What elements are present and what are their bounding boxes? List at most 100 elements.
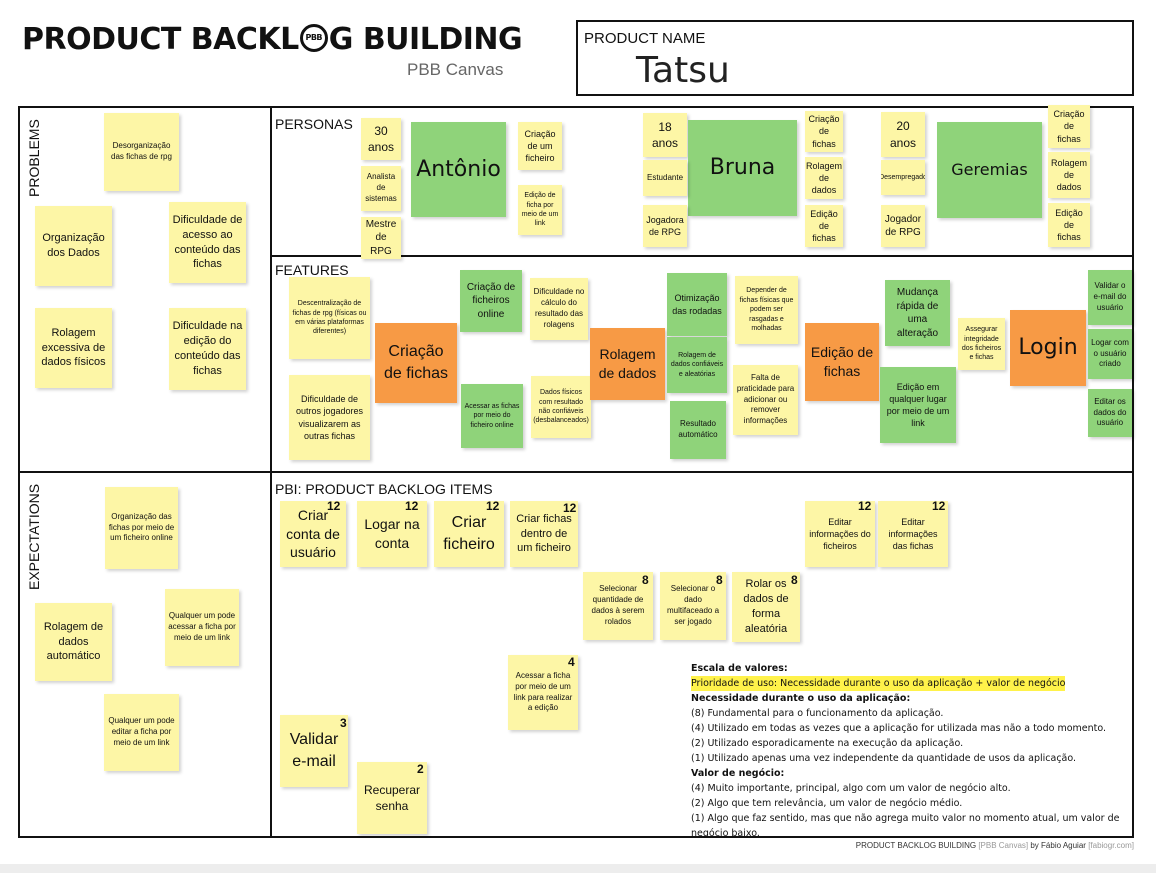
pbi-note[interactable]: Selecionar quantidade de dados à serem r… [583, 572, 653, 640]
feature-note[interactable]: Dados físicos com resultado não confiáve… [531, 376, 591, 438]
persona-note[interactable]: Desempregado [881, 160, 925, 195]
problem-note[interactable]: Desorganização das fichas de rpg [104, 113, 179, 191]
legend-need-item: (2) Utilizado esporadicamente na execuçã… [691, 738, 964, 749]
problem-note[interactable]: Dificuldade de acesso ao conteúdo das fi… [169, 202, 246, 283]
persona-card[interactable]: Antônio [411, 122, 506, 217]
legend-value-item: (4) Muito importante, principal, algo co… [691, 783, 1011, 794]
feature-note[interactable]: Editar os dados do usuário [1088, 389, 1132, 437]
feature-note[interactable]: Edição em qualquer lugar por meio de um … [880, 367, 956, 443]
feature-note[interactable]: Dificuldade no cálculo do resultado das … [530, 278, 588, 340]
legend-value-item: (1) Algo que faz sentido, mas que não ag… [691, 813, 1120, 824]
pbi-note[interactable]: Recuperar senha [357, 762, 427, 834]
pbi-score: 12 [563, 501, 577, 515]
persona-note[interactable]: Edição de ficha por meio de um link [518, 185, 562, 235]
legend-need-item: (8) Fundamental para o funcionamento da … [691, 708, 944, 719]
pbi-note[interactable]: Validar e-mail [280, 715, 348, 787]
problem-note[interactable]: Dificuldade na edição do conteúdo das fi… [169, 308, 246, 390]
product-name-label: PRODUCT NAME [584, 30, 706, 47]
problems-label: PROBLEMS [26, 119, 42, 197]
feature-note[interactable]: Rolagem de dados confiáveis e aleatórias [667, 337, 727, 393]
persona-note[interactable]: 30 anos [361, 118, 401, 160]
persona-note[interactable]: Jogador de RPG [881, 205, 925, 247]
pbi-score: 8 [642, 573, 649, 587]
problem-note[interactable]: Organização dos Dados [35, 206, 112, 286]
feature-note[interactable]: Logar com o usuário criado [1088, 329, 1132, 379]
persona-note[interactable]: Analista de sistemas [361, 166, 401, 211]
legend-value-item: (2) Algo que tem relevância, um valor de… [691, 798, 963, 809]
pbi-panel [270, 471, 1134, 838]
legend-priority: Prioridade de uso: Necessidade durante o… [691, 676, 1066, 691]
feature-note[interactable]: Criação de ficheiros online [460, 270, 522, 332]
pbi-note[interactable]: Acessar a ficha por meio de um link para… [508, 655, 578, 730]
pbi-score: 12 [486, 499, 500, 513]
footer-credit: PRODUCT BACKLOG BUILDING [PBB Canvas] by… [855, 841, 1134, 850]
expectations-label: EXPECTATIONS [26, 483, 42, 590]
feature-note[interactable]: Assegurar integridade dos ficheiros e fi… [958, 318, 1005, 370]
persona-note[interactable]: Criação de um ficheiro [518, 122, 562, 170]
value-scale-legend: Escala de valores: Prioridade de uso: Ne… [691, 661, 1131, 841]
expectation-note[interactable]: Organização das fichas por meio de um fi… [105, 487, 178, 569]
canvas-subtitle: PBB Canvas [407, 60, 504, 79]
persona-note[interactable]: 18 anos [643, 113, 687, 157]
bottom-strip [0, 864, 1156, 873]
feature-note[interactable]: Validar o e-mail do usuário [1088, 270, 1132, 325]
pbi-note[interactable]: Logar na conta [357, 501, 427, 567]
pbi-score: 8 [716, 573, 723, 587]
pbi-score: 3 [340, 716, 347, 730]
feature-card[interactable]: Rolagem de dados [590, 328, 665, 400]
feature-note[interactable]: Dificuldade de outros jogadores visualiz… [289, 375, 370, 460]
persona-card[interactable]: Bruna [688, 120, 797, 216]
expectation-note[interactable]: Qualquer um pode editar a ficha por meio… [104, 694, 179, 771]
pbi-score: 12 [405, 499, 419, 513]
persona-note[interactable]: Criação de fichas [1048, 105, 1090, 148]
legend-need-title: Necessidade durante o uso da aplicação: [691, 693, 911, 704]
legend-value-title: Valor de negócio: [691, 768, 785, 779]
pbi-score: 12 [932, 499, 946, 513]
persona-card[interactable]: Geremias [937, 122, 1042, 218]
pbi-note[interactable]: Rolar os dados de forma aleatória [732, 572, 800, 642]
feature-note[interactable]: Otimização das rodadas [667, 273, 727, 336]
persona-note[interactable]: Rolagem de dados [1048, 152, 1090, 198]
pbi-note[interactable]: Editar informações das fichas [878, 501, 948, 567]
feature-card[interactable]: Edição de fichas [805, 323, 879, 401]
product-name-box: PRODUCT NAME Tatsu [576, 20, 1134, 96]
persona-note[interactable]: Edição de fichas [1048, 203, 1090, 247]
pbb-logo-icon: PBB [299, 23, 328, 52]
product-name-value[interactable]: Tatsu [636, 50, 730, 91]
pbi-score: 12 [327, 499, 341, 513]
feature-card[interactable]: Criação de fichas [375, 323, 457, 403]
expectation-note[interactable]: Rolagem de dados automático [35, 603, 112, 681]
legend-value-item: negócio baixo. [691, 828, 760, 839]
feature-note[interactable]: Mudança rápida de uma alteração [885, 280, 950, 346]
problem-note[interactable]: Rolagem excessiva de dados físicos [35, 308, 112, 388]
pbi-score: 4 [568, 655, 575, 669]
expectation-note[interactable]: Qualquer um pode acessar a ficha por mei… [165, 589, 239, 666]
pbi-note[interactable]: Criar conta de usuário [280, 501, 346, 567]
pbi-score: 8 [791, 573, 798, 587]
feature-note[interactable]: Descentralização de fichas de rpg (físic… [289, 277, 370, 359]
feature-note[interactable]: Acessar as fichas por meio do ficheiro o… [461, 384, 523, 448]
legend-title: Escala de valores: [691, 663, 788, 674]
features-label: FEATURES [275, 262, 349, 278]
feature-card[interactable]: Login [1010, 310, 1086, 386]
feature-note[interactable]: Resultado automático [670, 401, 726, 459]
pbi-note[interactable]: Editar informações do ficheiros [805, 501, 875, 567]
persona-note[interactable]: Estudante [643, 160, 687, 196]
feature-note[interactable]: Falta de praticidade para adicionar ou r… [733, 365, 798, 435]
pbi-note[interactable]: Criar ficheiro [434, 501, 504, 567]
persona-note[interactable]: 20 anos [881, 112, 925, 157]
feature-note[interactable]: Depender de fichas físicas que podem ser… [735, 276, 798, 344]
pbi-note[interactable]: Selecionar o dado multifaceado a ser jog… [660, 572, 726, 640]
persona-note[interactable]: Edição de fichas [805, 205, 843, 247]
persona-note[interactable]: Rolagem de dados [805, 157, 843, 199]
personas-label: PERSONAS [275, 116, 353, 132]
persona-note[interactable]: Mestre de RPG [361, 217, 401, 259]
persona-note[interactable]: Jogadora de RPG [643, 205, 687, 247]
pbi-note[interactable]: Criar fichas dentro de um ficheiro [510, 501, 578, 567]
persona-note[interactable]: Criação de fichas [805, 111, 843, 152]
pbi-score: 2 [417, 762, 424, 776]
pbi-label: PBI: PRODUCT BACKLOG ITEMS [275, 481, 493, 497]
pbi-score: 12 [858, 499, 872, 513]
legend-need-item: (4) Utilizado em todas as vezes que a ap… [691, 723, 1107, 734]
